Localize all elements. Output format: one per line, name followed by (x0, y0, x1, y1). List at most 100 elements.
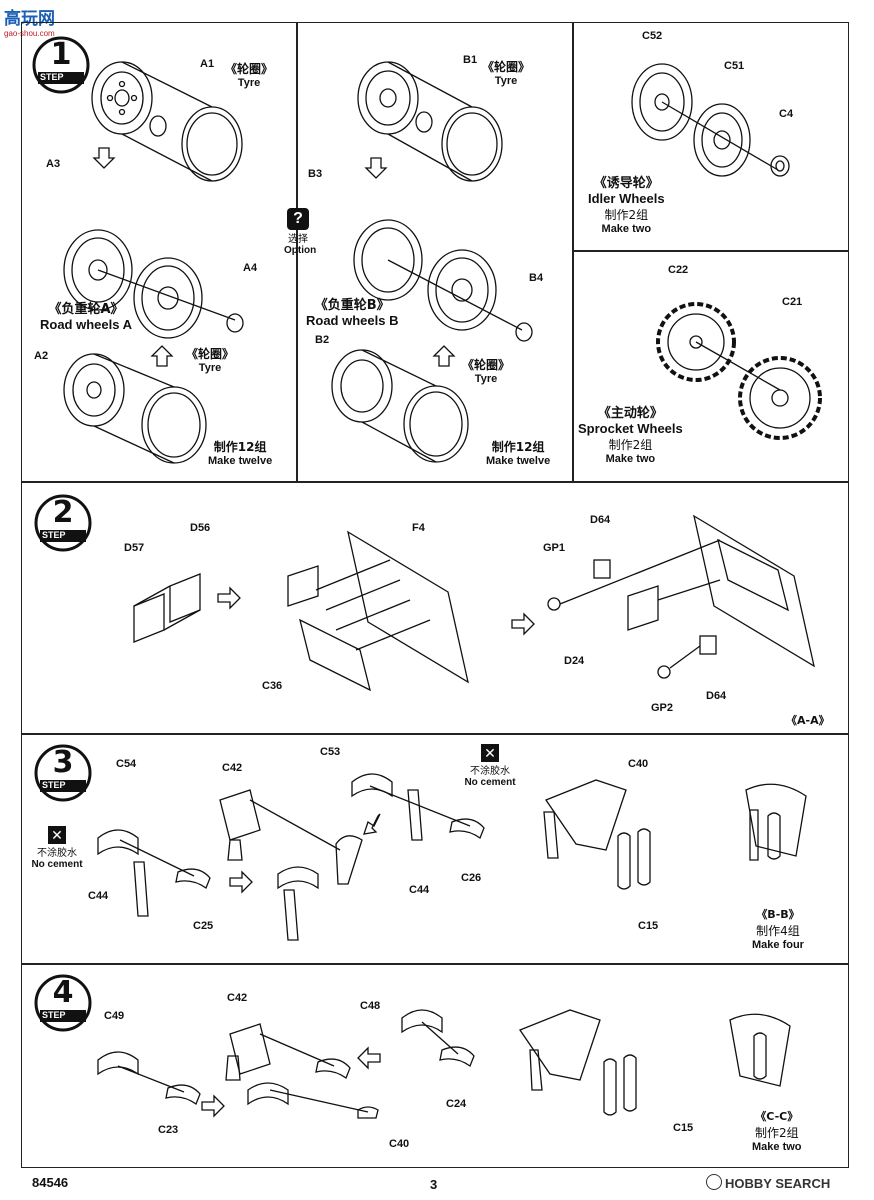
step3-word: STEP (42, 780, 66, 790)
part-c40: C40 (628, 758, 649, 770)
no-cement2-cn: 不涂胶水 (470, 766, 510, 777)
watermark-logo: 高玩网 gao-shou.com (4, 4, 74, 38)
section-b-b-label: 《B-B》 (756, 908, 800, 921)
road-a-tyre2-en: Tyre (198, 362, 222, 374)
part-b3: B3 (308, 168, 323, 180)
step2-drawing (133, 514, 815, 692)
part-d64a: D64 (590, 514, 611, 526)
step1-frame (21, 22, 849, 482)
part-c49: C49 (104, 1010, 125, 1022)
part-c52: C52 (642, 30, 663, 42)
step4-badge: 4 STEP (34, 974, 92, 1032)
option-en: Option (284, 245, 317, 256)
no-cement-icon-2: ✕ (481, 744, 499, 762)
idler-en: Idler Wheels (588, 191, 665, 206)
part-c26: C26 (461, 872, 482, 884)
b-b-make-en: Make four (752, 939, 804, 951)
part-a2: A2 (34, 350, 49, 362)
part-c15: C15 (638, 920, 659, 932)
no-cement-icon: ✕ (48, 826, 66, 844)
road-a-make-en: Make twelve (208, 455, 273, 467)
road-a-caption: 《负重轮A》 Road wheels A (40, 298, 132, 332)
part-a1: A1 (200, 58, 215, 70)
step4-number: 4 (52, 975, 74, 1010)
sprocket-caption: 《主动轮》 Sprocket Wheels 制作2组 Make two (578, 402, 683, 465)
b-b-make-cn: 制作4组 (756, 924, 800, 938)
part-c25: C25 (193, 920, 214, 932)
no-cement-en: No cement (31, 859, 83, 870)
part-d64b: D64 (706, 690, 727, 702)
road-b-tyre-cn: 《轮圈》 (482, 60, 531, 74)
road-wheel-a-drawing (63, 61, 244, 464)
part-d56: D56 (190, 522, 211, 534)
step3-badge: 3 STEP (34, 744, 92, 802)
option-icon: ? (287, 208, 309, 230)
part-b4: B4 (529, 272, 544, 284)
section-a-a: 《A-A》 (786, 714, 830, 727)
page-number: 3 (430, 1177, 438, 1192)
road-b-tyre-en: Tyre (494, 75, 518, 87)
no-cement-marker-left: ✕ 不涂胶水 No cement (28, 826, 86, 870)
part-c44b: C44 (409, 884, 430, 896)
road-a-tyre-label: 《轮圈》 Tyre (225, 60, 273, 89)
step4-word: STEP (42, 1010, 66, 1020)
hobby-search-icon (706, 1174, 722, 1190)
part-c22: C22 (668, 264, 689, 276)
sprocket-cn: 《主动轮》 (597, 406, 663, 421)
step2-frame (21, 482, 849, 734)
part-c42: C42 (222, 762, 243, 774)
road-b-tyre2-cn: 《轮圈》 (462, 358, 511, 372)
part-c15-s4: C15 (673, 1122, 694, 1134)
c-c-make-en: Make two (752, 1141, 802, 1153)
part-c48: C48 (360, 1000, 381, 1012)
part-f4: F4 (412, 522, 425, 534)
section-c-c-label: 《C-C》 (755, 1110, 799, 1123)
part-d24: D24 (564, 655, 585, 667)
no-cement2-en: No cement (464, 777, 516, 788)
step-badge-icon (34, 494, 92, 552)
part-gp1: GP1 (543, 542, 566, 554)
sprocket-make-cn: 制作2组 (608, 438, 653, 452)
step3-drawing (97, 773, 807, 941)
step2-badge: 2 STEP (34, 494, 92, 552)
road-a-tyre2-label: 《轮圈》 Tyre (186, 345, 234, 374)
idler-make-cn: 制作2组 (604, 208, 649, 222)
road-b-make: 制作12组 Make twelve (486, 438, 550, 467)
watermark-cn: 高玩网 (4, 9, 55, 29)
idler-caption: 《诱导轮》 Idler Wheels 制作2组 Make two (588, 172, 665, 235)
idler-make-en: Make two (601, 223, 652, 235)
step3-frame (21, 734, 849, 964)
catalog-number: 84546 (32, 1175, 69, 1190)
no-cement-marker-right: ✕ 不涂胶水 No cement (460, 744, 520, 788)
road-a-en: Road wheels A (40, 317, 132, 332)
watermark-url: gao-shou.com (4, 29, 55, 38)
part-c36: C36 (262, 680, 283, 692)
step1-divider-3 (572, 250, 849, 252)
part-c53: C53 (320, 746, 341, 758)
road-b-make-cn: 制作12组 (491, 440, 545, 454)
step1-number: 1 (50, 37, 72, 72)
section-c-c: 《C-C》 制作2组 Make two (752, 1108, 802, 1153)
idler-wheel-drawing (631, 63, 790, 177)
part-c42-s4: C42 (227, 992, 248, 1004)
step4-frame (21, 964, 849, 1168)
part-c23: C23 (158, 1124, 179, 1136)
step-badge-icon (34, 744, 92, 802)
part-gp2: GP2 (651, 702, 674, 714)
road-b-en: Road wheels B (306, 313, 399, 328)
road-a-tyre-cn: 《轮圈》 (225, 62, 274, 76)
part-a4: A4 (243, 262, 258, 274)
step1-badge: 1 STEP (32, 36, 90, 94)
part-a3: A3 (46, 158, 61, 170)
option-marker: ? 选择 Option (284, 208, 317, 256)
step4-drawing (97, 1009, 791, 1119)
road-a-cn: 《负重轮A》 (48, 302, 124, 317)
road-a-make: 制作12组 Make twelve (208, 438, 272, 467)
step1-divider-2 (572, 22, 574, 482)
idler-cn: 《诱导轮》 (593, 176, 659, 191)
c-c-make-cn: 制作2组 (754, 1126, 799, 1140)
part-c4: C4 (779, 108, 794, 120)
part-c44a: C44 (88, 890, 109, 902)
road-a-tyre2-cn: 《轮圈》 (186, 347, 235, 361)
road-b-caption: 《负重轮B》 Road wheels B (306, 294, 398, 328)
